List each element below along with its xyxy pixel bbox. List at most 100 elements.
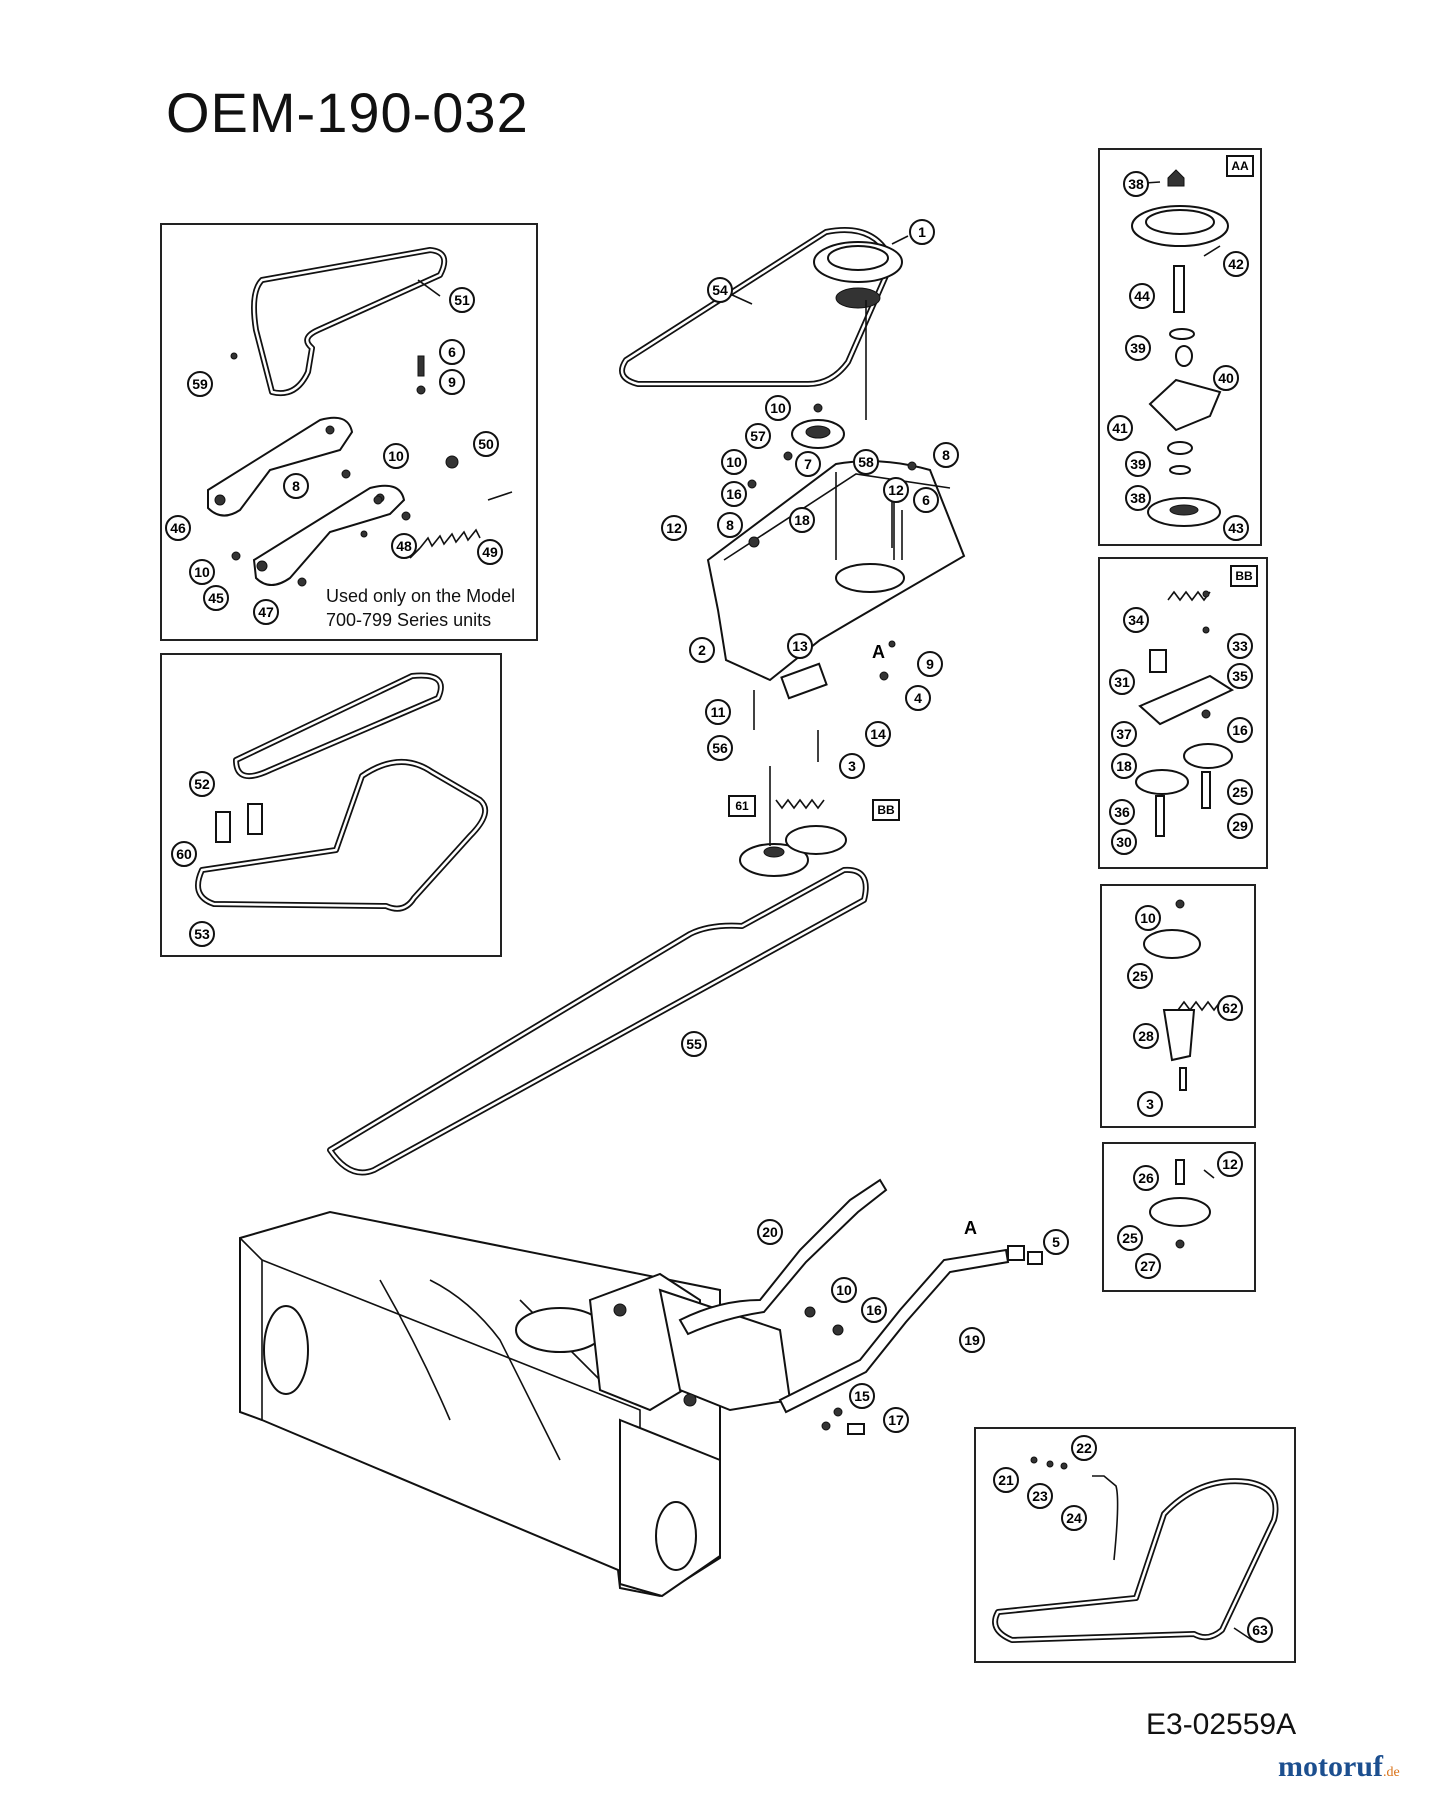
callout-26: 26 [1133, 1165, 1159, 1191]
pulley-57-drawing [791, 419, 845, 449]
callout-label: 18 [1116, 758, 1132, 774]
callout-8: 8 [283, 473, 309, 499]
callout-label: 18 [794, 512, 810, 528]
callout-9: 9 [917, 651, 943, 677]
panel-pulley-drawing [1149, 1159, 1215, 1249]
callout-39: 39 [1125, 451, 1151, 477]
callout-41: 41 [1107, 415, 1133, 441]
callout-label: 50 [478, 436, 494, 452]
callout-35: 35 [1227, 663, 1253, 689]
callout-33: 33 [1227, 633, 1253, 659]
callout-39: 39 [1125, 335, 1151, 361]
callout-24: 24 [1061, 1505, 1087, 1531]
callout-label: 31 [1114, 674, 1130, 690]
callout-label: 38 [1130, 490, 1146, 506]
callout-label: 49 [482, 544, 498, 560]
callout-label: 46 [170, 520, 186, 536]
callout-label: 30 [1116, 834, 1132, 850]
callout-58: 58 [853, 449, 879, 475]
callout-label: 41 [1112, 420, 1128, 436]
watermark-main: motoruf [1278, 1750, 1383, 1783]
callout-11: 11 [705, 699, 731, 725]
watermark-tld: .de [1382, 1765, 1400, 1780]
panel-idler-drawing [1143, 899, 1221, 1091]
rod-20-drawing [678, 1178, 888, 1336]
bolts-drawing [747, 403, 917, 762]
callout-37: 37 [1111, 721, 1137, 747]
callout-label: 42 [1228, 256, 1244, 272]
callout-label: 6 [922, 492, 930, 508]
callout-label: 54 [712, 282, 728, 298]
callout-38: 38 [1125, 485, 1151, 511]
callout-29: 29 [1227, 813, 1253, 839]
callout-49: 49 [477, 539, 503, 565]
callout-20: 20 [757, 1219, 783, 1245]
callout-17: 17 [883, 1407, 909, 1433]
callout-label: 53 [194, 926, 210, 942]
callout-10: 10 [721, 449, 747, 475]
callout-label: 47 [258, 604, 274, 620]
callout-label: 16 [1232, 722, 1248, 738]
callout-3: 3 [839, 753, 865, 779]
callout-label: 8 [292, 478, 300, 494]
callout-25: 25 [1127, 963, 1153, 989]
belt-54-drawing [619, 227, 895, 387]
callout-label: 35 [1232, 668, 1248, 684]
callout-19: 19 [959, 1327, 985, 1353]
callout-label: 29 [1232, 818, 1248, 834]
callout-label: 10 [388, 448, 404, 464]
callout-51: 51 [449, 287, 475, 313]
callout-25: 25 [1117, 1225, 1143, 1251]
callout-1: 1 [909, 219, 935, 245]
callout-label: 10 [770, 400, 786, 416]
pulley-1-drawing [813, 241, 903, 420]
callout-label: 24 [1066, 1510, 1082, 1526]
callout-8: 8 [933, 442, 959, 468]
callout-label: 16 [866, 1302, 882, 1318]
callout-23: 23 [1027, 1483, 1053, 1509]
panel-idler [1100, 884, 1256, 1128]
callout-label: 21 [998, 1472, 1014, 1488]
panel-BB [1098, 557, 1268, 869]
callout-6: 6 [439, 339, 465, 365]
callout-label: 11 [711, 704, 726, 720]
callout-label: 57 [750, 428, 766, 444]
panel-BB-drawing [1135, 590, 1235, 837]
callout-53: 53 [189, 921, 215, 947]
model-note-line-1: Used only on the Model [326, 586, 516, 606]
callout-label: 23 [1032, 1488, 1048, 1504]
belt-53-drawing [195, 758, 489, 912]
callout-50: 50 [473, 431, 499, 457]
panel-63-drawing [992, 1456, 1279, 1643]
callout-label: 25 [1122, 1230, 1138, 1246]
callout-label: 56 [712, 740, 728, 756]
callout-18: 18 [789, 507, 815, 533]
detail-tag-61: 61 [728, 795, 756, 817]
callout-15: 15 [849, 1383, 875, 1409]
decal-60-drawing [215, 803, 263, 843]
diagram-title: OEM-190-032 [166, 81, 529, 144]
callout-label: 6 [448, 344, 456, 360]
drawing-code: E3-02559A [1146, 1708, 1297, 1741]
callout-label: 43 [1228, 520, 1244, 536]
callout-label: 63 [1252, 1622, 1268, 1638]
callout-label: 52 [194, 776, 210, 792]
callout-9: 9 [439, 369, 465, 395]
panel-belts [160, 653, 502, 957]
callout-16: 16 [861, 1297, 887, 1323]
rod-19-drawing [778, 1245, 1025, 1414]
auger-housing-drawing [239, 1210, 792, 1598]
callout-44: 44 [1129, 283, 1155, 309]
callout-10: 10 [383, 443, 409, 469]
callout-54: 54 [707, 277, 733, 303]
callout-label: AA [1231, 159, 1249, 173]
callout-34: 34 [1123, 607, 1149, 633]
callout-label: 20 [762, 1224, 778, 1240]
callout-label: 8 [942, 447, 950, 463]
callout-56: 56 [707, 735, 733, 761]
callout-55: 55 [681, 1031, 707, 1057]
callout-21: 21 [993, 1467, 1019, 1493]
callout-label: 25 [1132, 968, 1148, 984]
callout-label: 39 [1130, 340, 1146, 356]
